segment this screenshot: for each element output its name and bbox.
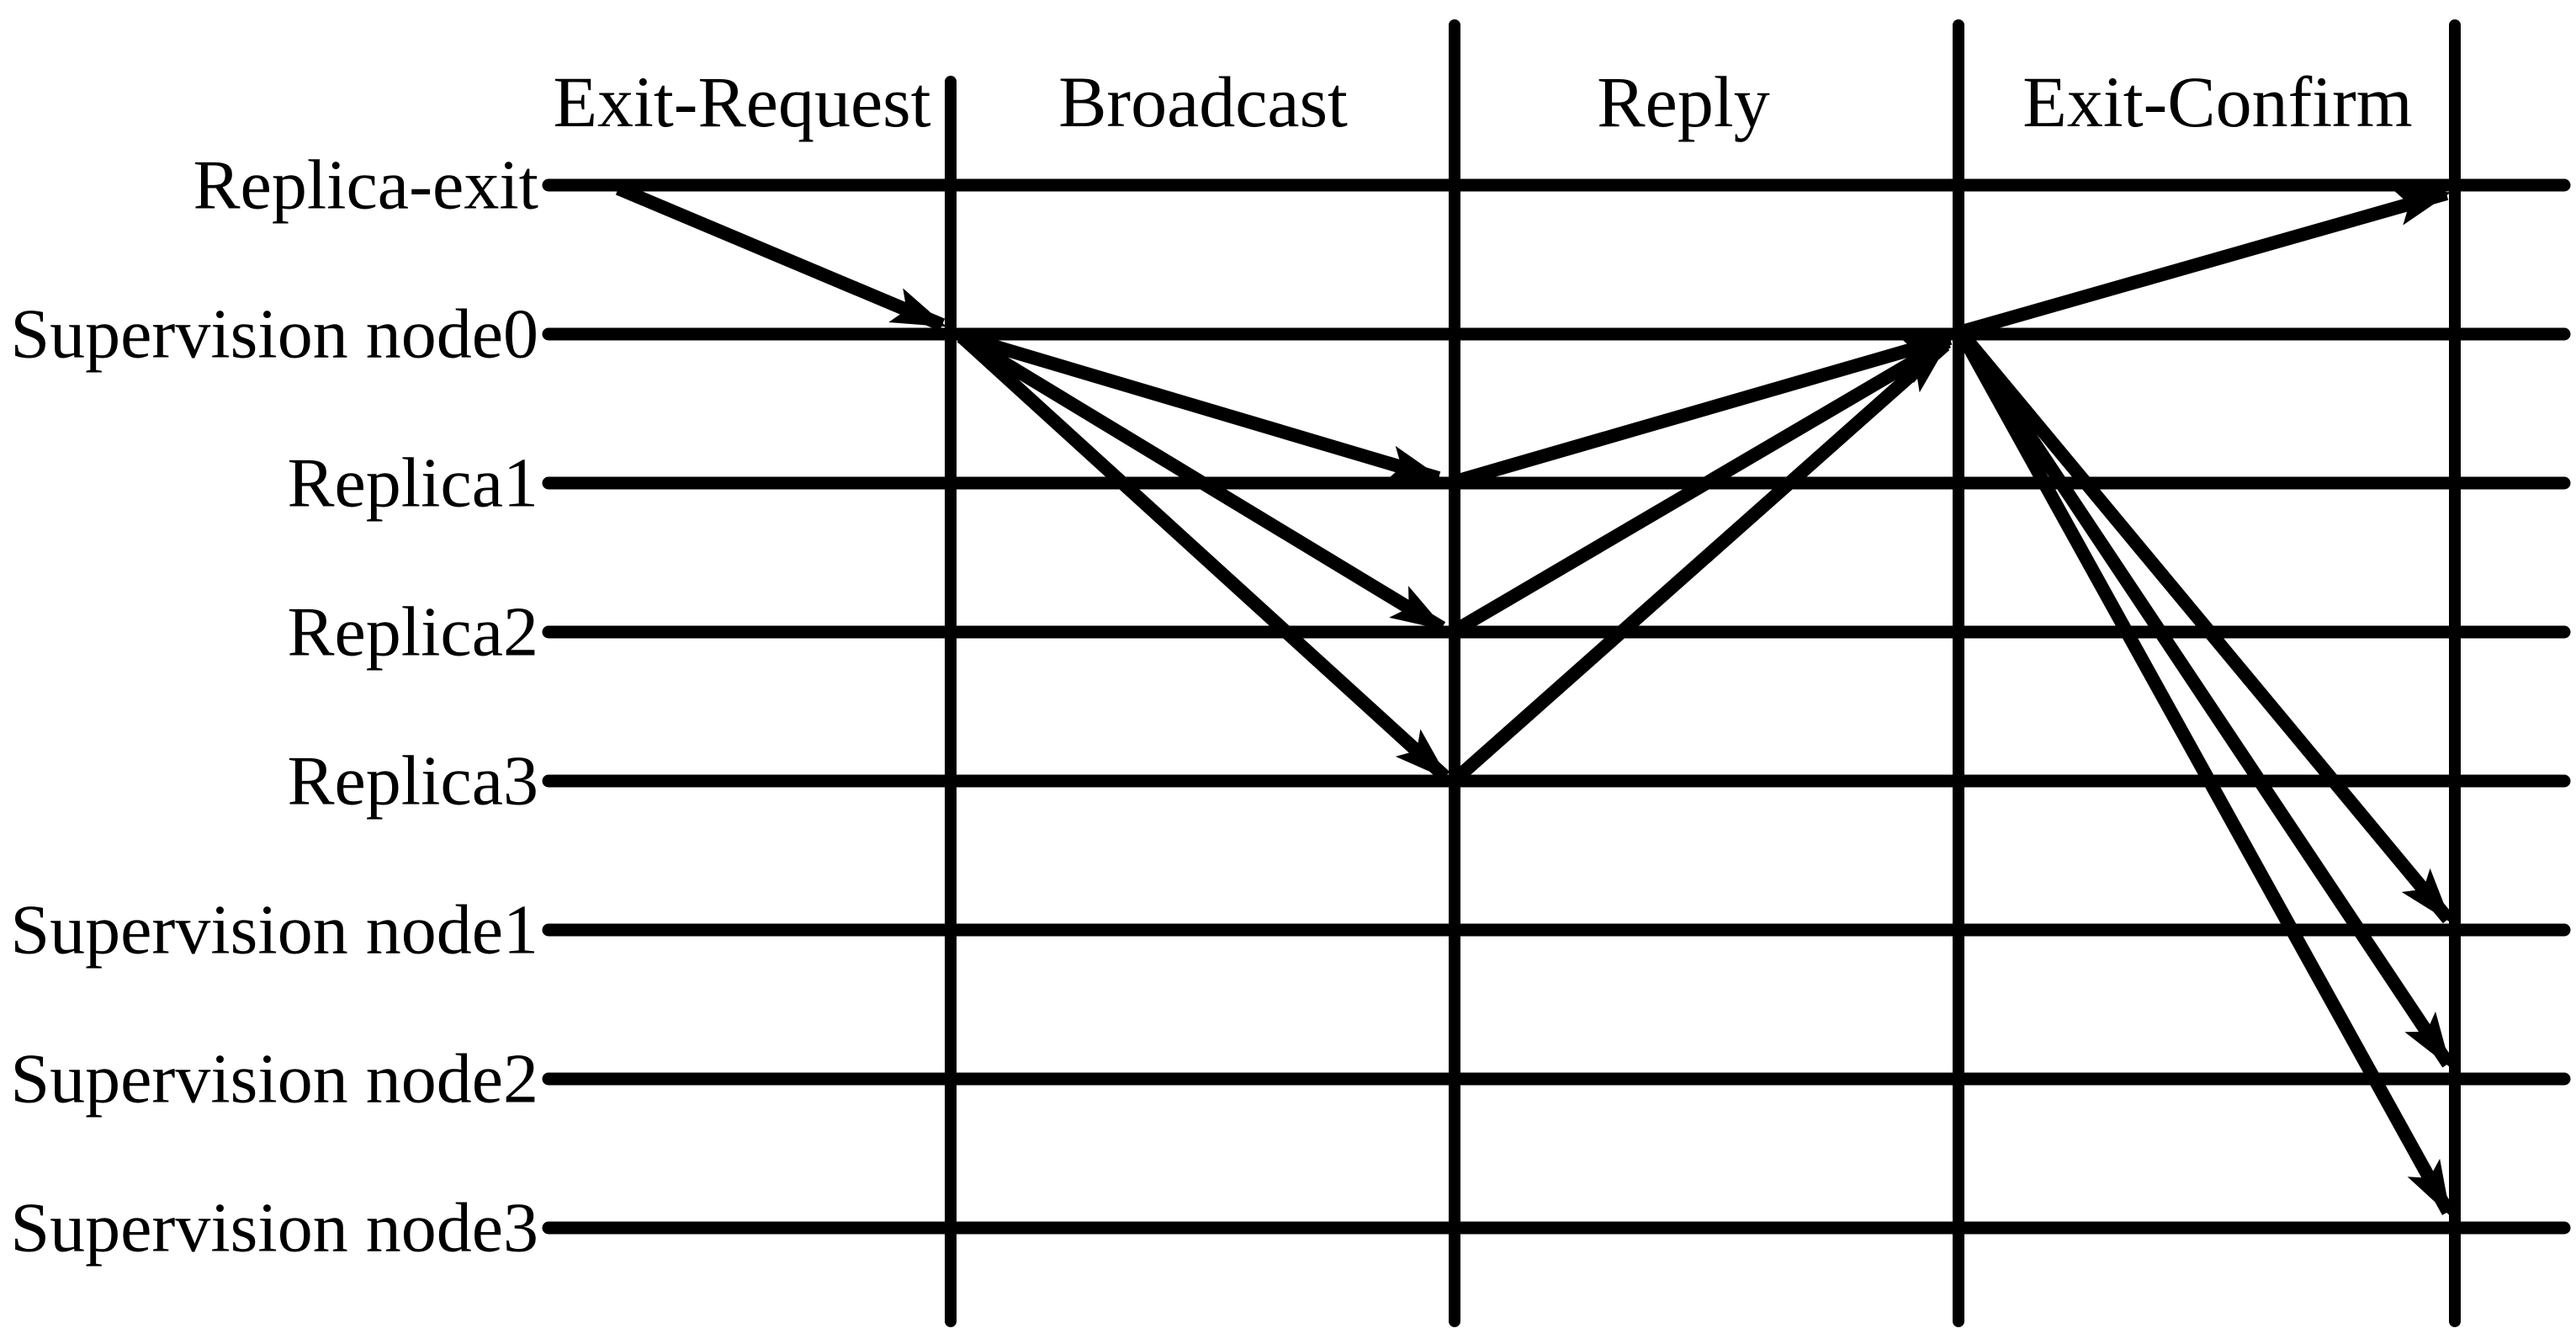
message-arrow-broadcast-to-replica1 (957, 329, 1444, 485)
node-label-replica3: Replica3 (287, 742, 538, 821)
node-label-supervision-node1: Supervision node1 (10, 891, 538, 969)
phase-label-1: Exit-Request (553, 61, 930, 142)
message-arrow-confirm-to-supervision-node1 (1958, 331, 2454, 924)
phase-label-4: Exit-Confirm (2022, 61, 2412, 142)
node-label-supervision-node3: Supervision node3 (10, 1189, 538, 1267)
node-label-replica1: Replica1 (287, 444, 538, 523)
node-label-supervision-node0: Supervision node0 (10, 295, 538, 374)
message-arrow-reply-from-replica1 (1453, 332, 1955, 488)
node-label-supervision-node2: Supervision node2 (10, 1040, 538, 1118)
message-arrow-confirm-to-supervision-node2 (1958, 332, 2454, 1068)
lifelines (542, 178, 2571, 1235)
message-arrows (615, 182, 2454, 1217)
message-arrow-confirm-to-replica-exit (1959, 187, 2451, 338)
message-arrow-reply-from-replica3 (1450, 340, 1950, 784)
message-arrow-broadcast-to-replica2 (957, 331, 1447, 634)
message-arrow-broadcast-to-replica3 (957, 332, 1450, 782)
phase-label-3: Reply (1597, 61, 1769, 142)
node-label-replica2: Replica2 (287, 593, 538, 672)
message-arrow-confirm-to-supervision-node3 (1958, 334, 2454, 1217)
message-arrow-exit-request (615, 182, 947, 332)
phase-dividers (945, 19, 2461, 1327)
phase-label-2: Broadcast (1058, 61, 1348, 142)
node-label-replica-exit: Replica-exit (193, 146, 538, 225)
message-arrow-reply-from-replica2 (1451, 336, 1953, 636)
phase-labels: Exit-Request Broadcast Reply Exit-Confirm (553, 61, 2412, 142)
